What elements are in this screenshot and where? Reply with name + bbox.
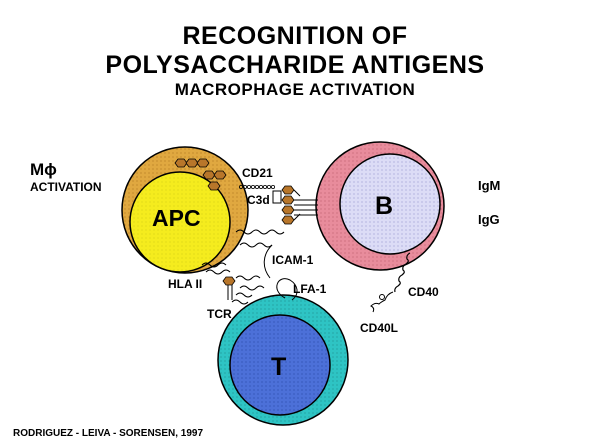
apc-cell-nucleus [129, 171, 231, 273]
cd21-receptor [238, 184, 275, 189]
cd40l-label: CD40L [360, 321, 399, 335]
macrophage-symbol: Mϕ [30, 160, 57, 179]
c3d-fragment [272, 190, 282, 204]
antigen-particle [202, 170, 216, 180]
b-cell-immunoglobulin-receptors [293, 189, 318, 221]
antigen-particle [281, 205, 295, 215]
antigen-particle [281, 215, 295, 225]
igm-label: IgM [478, 178, 501, 193]
b-cell [315, 141, 445, 271]
cd40-label: CD40 [408, 285, 439, 299]
t-cell-nucleus [229, 314, 331, 416]
cd40-molecule [394, 252, 411, 293]
antigen-particle [174, 158, 188, 168]
macrophage-activation-label: ACTIVATION [30, 180, 102, 194]
icam1-label: ICAM-1 [272, 253, 314, 267]
icam1-molecule-lower [239, 242, 273, 248]
tcr-label: TCR [207, 307, 232, 321]
icam1-molecule [235, 229, 285, 235]
t-cell [217, 294, 349, 426]
antigen-particle [196, 158, 210, 168]
antigen-particle [185, 158, 199, 168]
hla2-tcr-complex [201, 262, 265, 305]
cd40l-molecule [370, 291, 394, 313]
t-cell-label: T [271, 353, 287, 381]
icam1-tether [263, 244, 273, 279]
lfa1-label: LFA-1 [293, 282, 327, 296]
antigen-particle [281, 185, 295, 195]
antigen-particle [281, 195, 295, 205]
cd21-label: CD21 [242, 166, 273, 180]
c3d-label: C3d [247, 193, 270, 207]
author-credit: RODRIGUEZ - LEIVA - SORENSEN, 1997 [13, 428, 204, 439]
antigen-particle [213, 170, 227, 180]
hla2-label: HLA II [168, 277, 203, 291]
diagram-title-line-2: POLYSACCHARIDE ANTIGENS [105, 51, 485, 79]
antigen-particle [207, 181, 221, 191]
apc-antigen-particles [174, 158, 227, 191]
tcr-stalk [227, 285, 233, 300]
b-cell-label: B [375, 192, 394, 220]
diagram-title-line-1: RECOGNITION OF [182, 22, 408, 50]
cd40l-binding-site [379, 294, 385, 300]
apc-cell-label: APC [152, 205, 201, 231]
hla2-bound-antigen [222, 276, 236, 286]
diagram-subtitle: MACROPHAGE ACTIVATION [174, 80, 416, 99]
b-cell-nucleus [339, 153, 441, 255]
lfa1-molecule [276, 278, 298, 301]
polysaccharide-antigen-chain [281, 185, 295, 225]
igg-label: IgG [478, 212, 500, 227]
